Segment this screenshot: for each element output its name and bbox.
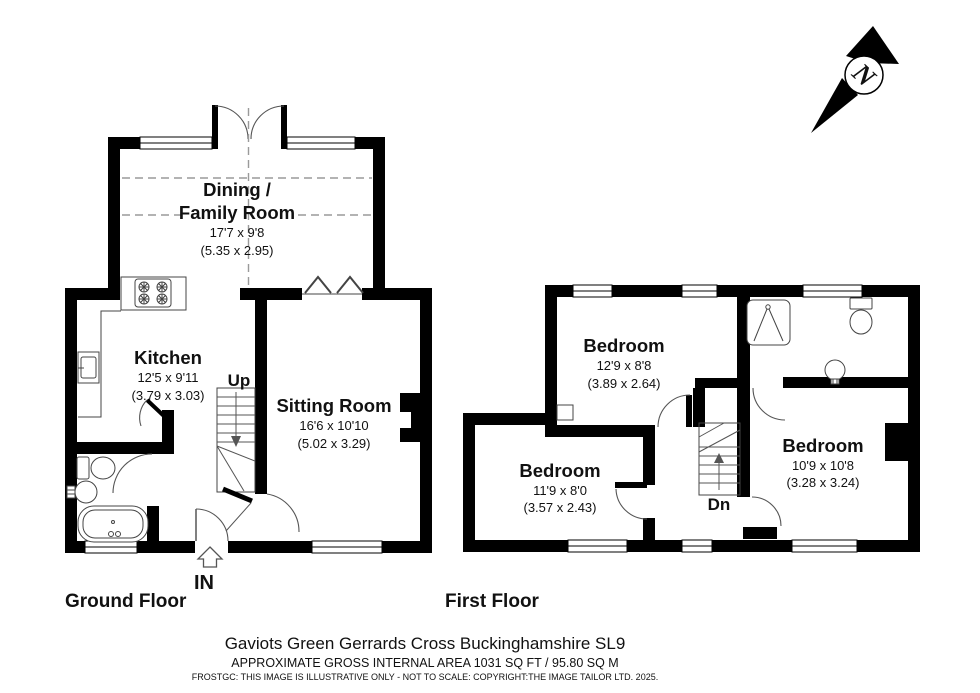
first-floor-plan: Bedroom 12'9 x 8'8 (3.89 x 2.64) Bedroom… xyxy=(445,284,920,612)
bedroom-right-dims: 10'9 x 10'8 xyxy=(792,458,854,473)
bedroom-top-door-arc xyxy=(657,394,691,428)
kitchen-dims-metric: (3.79 x 3.03) xyxy=(132,388,205,403)
bathtub-icon xyxy=(77,505,149,543)
window xyxy=(681,539,713,553)
opening-zigzag-marks xyxy=(302,275,364,295)
toilet-icon xyxy=(76,456,116,480)
wall-recess xyxy=(556,404,574,421)
kitchen-door-leaf xyxy=(145,398,167,419)
kitchen-label: Kitchen xyxy=(134,347,202,368)
ground-floor-title: Ground Floor xyxy=(65,591,187,612)
window xyxy=(681,284,718,298)
sitting-room-label: Sitting Room xyxy=(276,395,391,416)
bedroom-right-door-arc xyxy=(751,496,782,527)
kitchen-sink-icon xyxy=(77,351,100,384)
entrance-opening xyxy=(195,541,228,553)
window xyxy=(311,540,383,554)
entrance-door-arc xyxy=(195,508,229,542)
window xyxy=(802,284,863,298)
bedroom-right-label: Bedroom xyxy=(782,435,863,456)
staircase-up xyxy=(216,387,256,532)
dashed-ceiling-lines xyxy=(122,108,372,288)
north-arrow-icon: N xyxy=(811,26,899,133)
stairs-up-label: Up xyxy=(228,371,251,390)
kitchen-dims: 12'5 x 9'11 xyxy=(137,370,198,385)
entrance-arrow-icon xyxy=(196,546,224,568)
dining-room-label-2: Family Room xyxy=(179,202,295,223)
stair-direction-arrow xyxy=(714,453,724,463)
window xyxy=(572,284,613,298)
bedroom-right-dims-metric: (3.28 x 3.24) xyxy=(787,475,860,490)
bedroom-left-label: Bedroom xyxy=(519,460,600,481)
window xyxy=(791,539,858,553)
first-floor-doors xyxy=(615,387,786,527)
shower-icon xyxy=(746,299,791,346)
bathroom-door-arc xyxy=(752,387,786,421)
ground-floor-doors xyxy=(112,398,300,542)
ground-floor-plan: Dining / Family Room 17'7 x 9'8 (5.35 x … xyxy=(65,105,432,612)
ground-floor-windows xyxy=(84,136,383,554)
first-floor-windows xyxy=(567,284,863,553)
internal-area: APPROXIMATE GROSS INTERNAL AREA 1031 SQ … xyxy=(231,656,618,670)
french-doors xyxy=(212,105,287,149)
toilet-icon xyxy=(849,297,873,335)
bedroom-top-dims: 12'9 x 8'8 xyxy=(597,358,652,373)
bedroom-left-dims: 11'9 x 8'0 xyxy=(533,483,587,498)
kitchen-door-arc xyxy=(139,399,148,427)
fireplace xyxy=(399,393,420,442)
bedroom-left-dims-metric: (3.57 x 2.43) xyxy=(524,500,597,515)
staircase-down xyxy=(698,422,741,496)
wash-basin-icon xyxy=(824,359,846,385)
window xyxy=(286,136,356,150)
entrance-in-label: IN xyxy=(194,572,214,594)
window xyxy=(84,540,138,554)
sitting-room-dims-metric: (5.02 x 3.29) xyxy=(298,436,371,451)
stove-hob-icon xyxy=(134,278,172,308)
bedroom-left-door-arc xyxy=(615,488,648,520)
first-floor-title: First Floor xyxy=(445,591,540,612)
bedroom-top-dims-metric: (3.89 x 2.64) xyxy=(588,376,661,391)
copyright-disclaimer: FROSTGC: THIS IMAGE IS ILLUSTRATIVE ONLY… xyxy=(192,672,658,682)
sitting-room-door-arc xyxy=(266,493,300,533)
french-door-opening xyxy=(218,137,281,149)
stair-direction-arrow xyxy=(231,436,241,447)
kitchen-counter xyxy=(78,276,187,418)
bedroom-left-door-leaf xyxy=(615,482,647,488)
dining-room-dims: 17'7 x 9'8 xyxy=(210,225,265,240)
window xyxy=(139,136,213,150)
window xyxy=(567,539,628,553)
bedroom-top-label: Bedroom xyxy=(583,335,664,356)
bathroom-door-arc xyxy=(112,453,153,494)
sitting-room-dims: 16'6 x 10'10 xyxy=(299,418,368,433)
property-address: Gaviots Green Gerrards Cross Buckinghams… xyxy=(225,634,626,653)
understairs-door xyxy=(222,486,253,504)
dining-room-label: Dining / xyxy=(203,179,271,200)
dining-room-dims-metric: (5.35 x 2.95) xyxy=(201,243,274,258)
wash-basin-icon xyxy=(66,480,98,504)
ground-floor-walls xyxy=(65,137,432,553)
footer: Gaviots Green Gerrards Cross Buckinghams… xyxy=(192,634,658,682)
bedroom-top-door-leaf xyxy=(686,395,692,427)
stairs-down-label: Dn xyxy=(708,495,731,514)
